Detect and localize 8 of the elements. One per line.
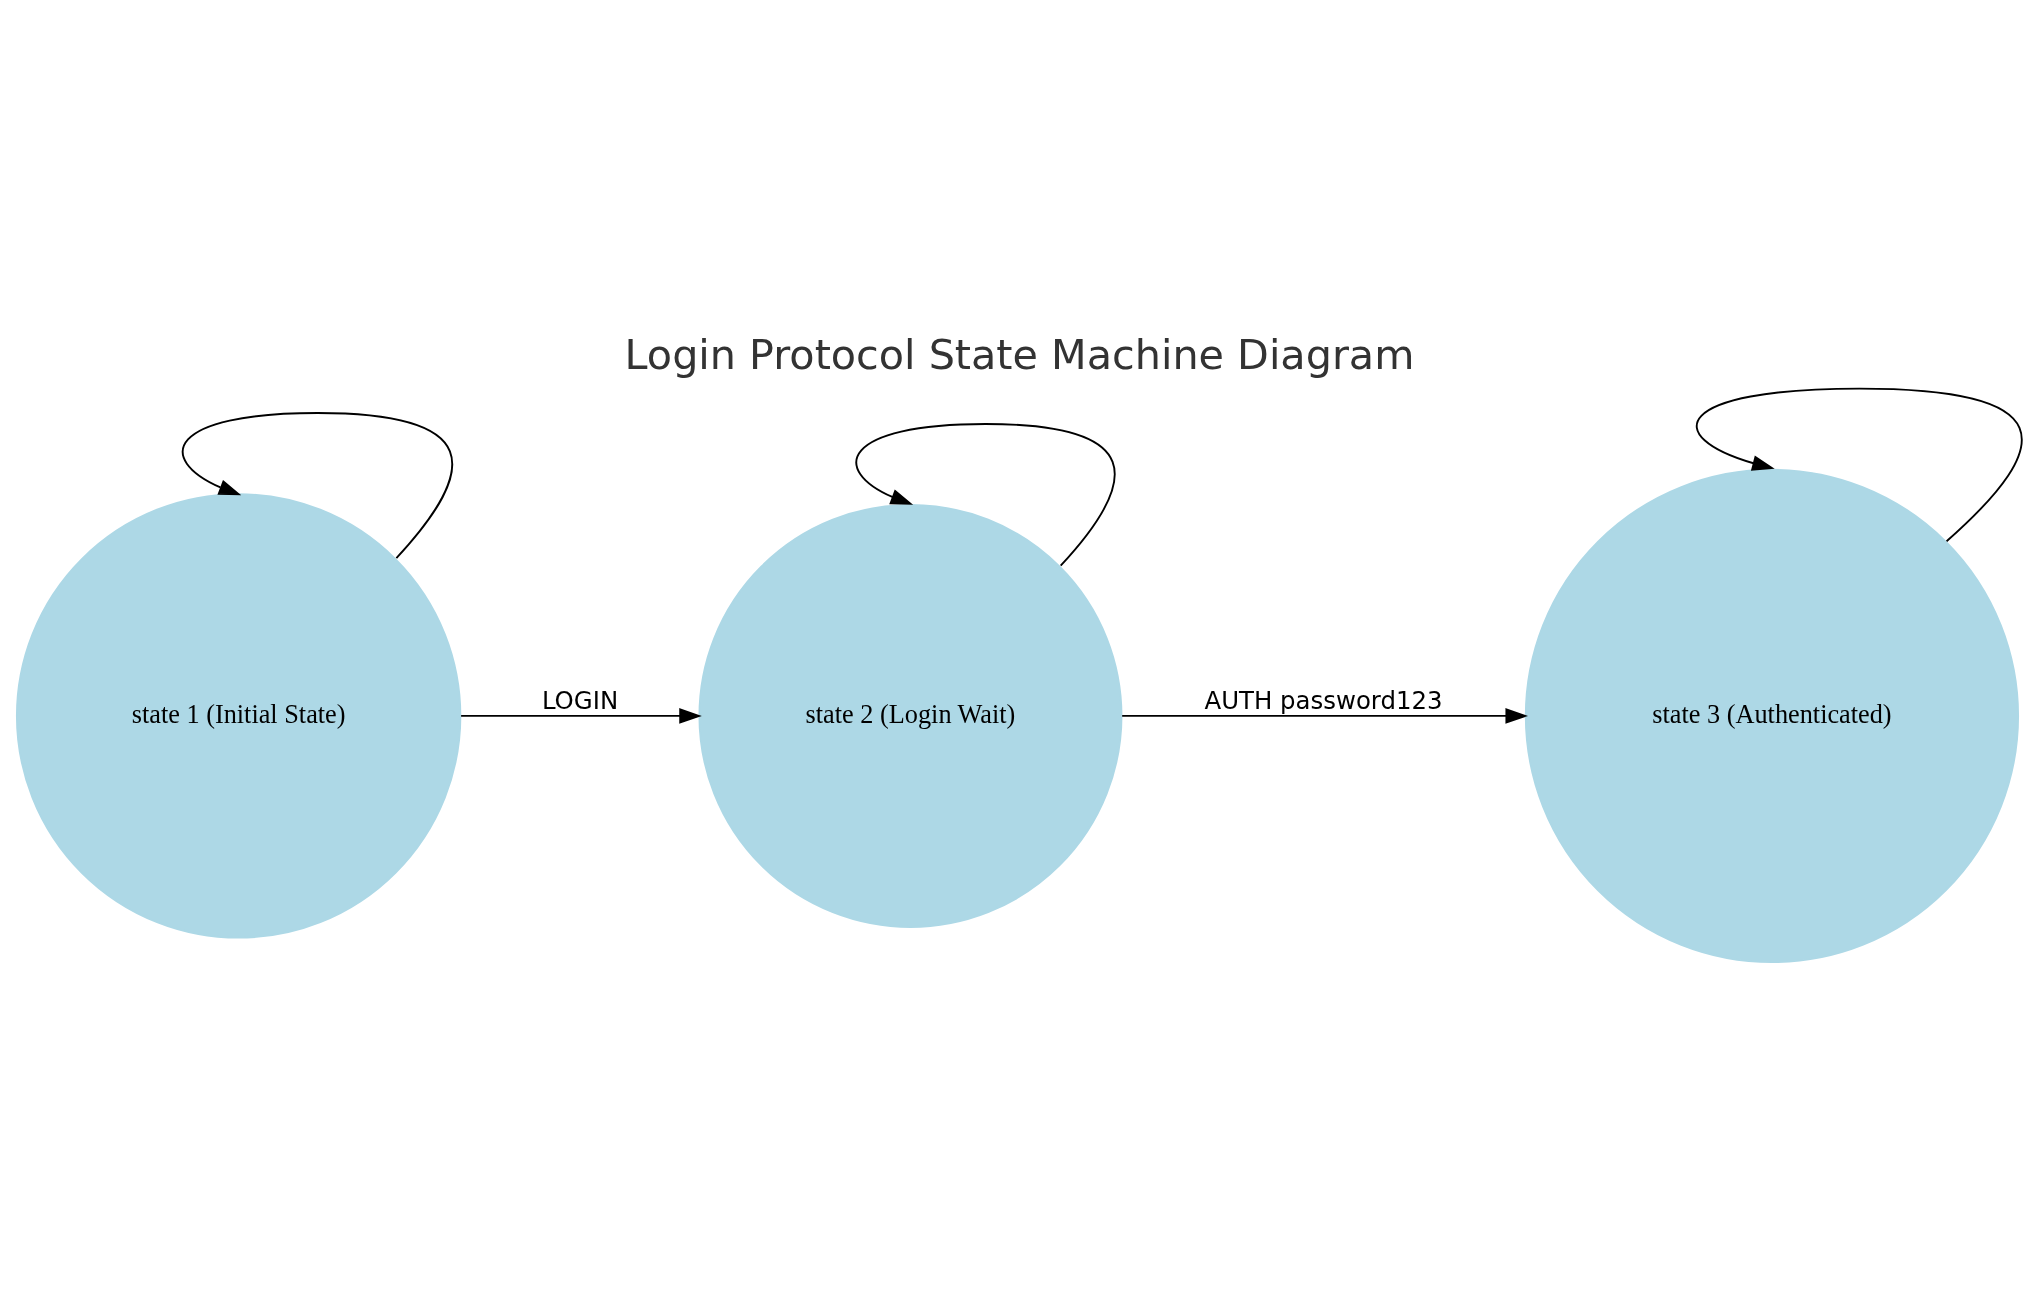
node-circle: state 2 (Login Wait) xyxy=(698,503,1123,928)
node-circle: state 3 (Authenticated) xyxy=(1524,468,2020,963)
diagram-title: Login Protocol State Machine Diagram xyxy=(624,330,1415,379)
node-circle: state 1 (Initial State) xyxy=(15,492,462,939)
edge-label: LOGIN xyxy=(541,685,619,715)
arrow xyxy=(1121,707,1528,724)
edge-label: AUTH password123 xyxy=(1204,685,1443,715)
arrow xyxy=(460,707,702,724)
